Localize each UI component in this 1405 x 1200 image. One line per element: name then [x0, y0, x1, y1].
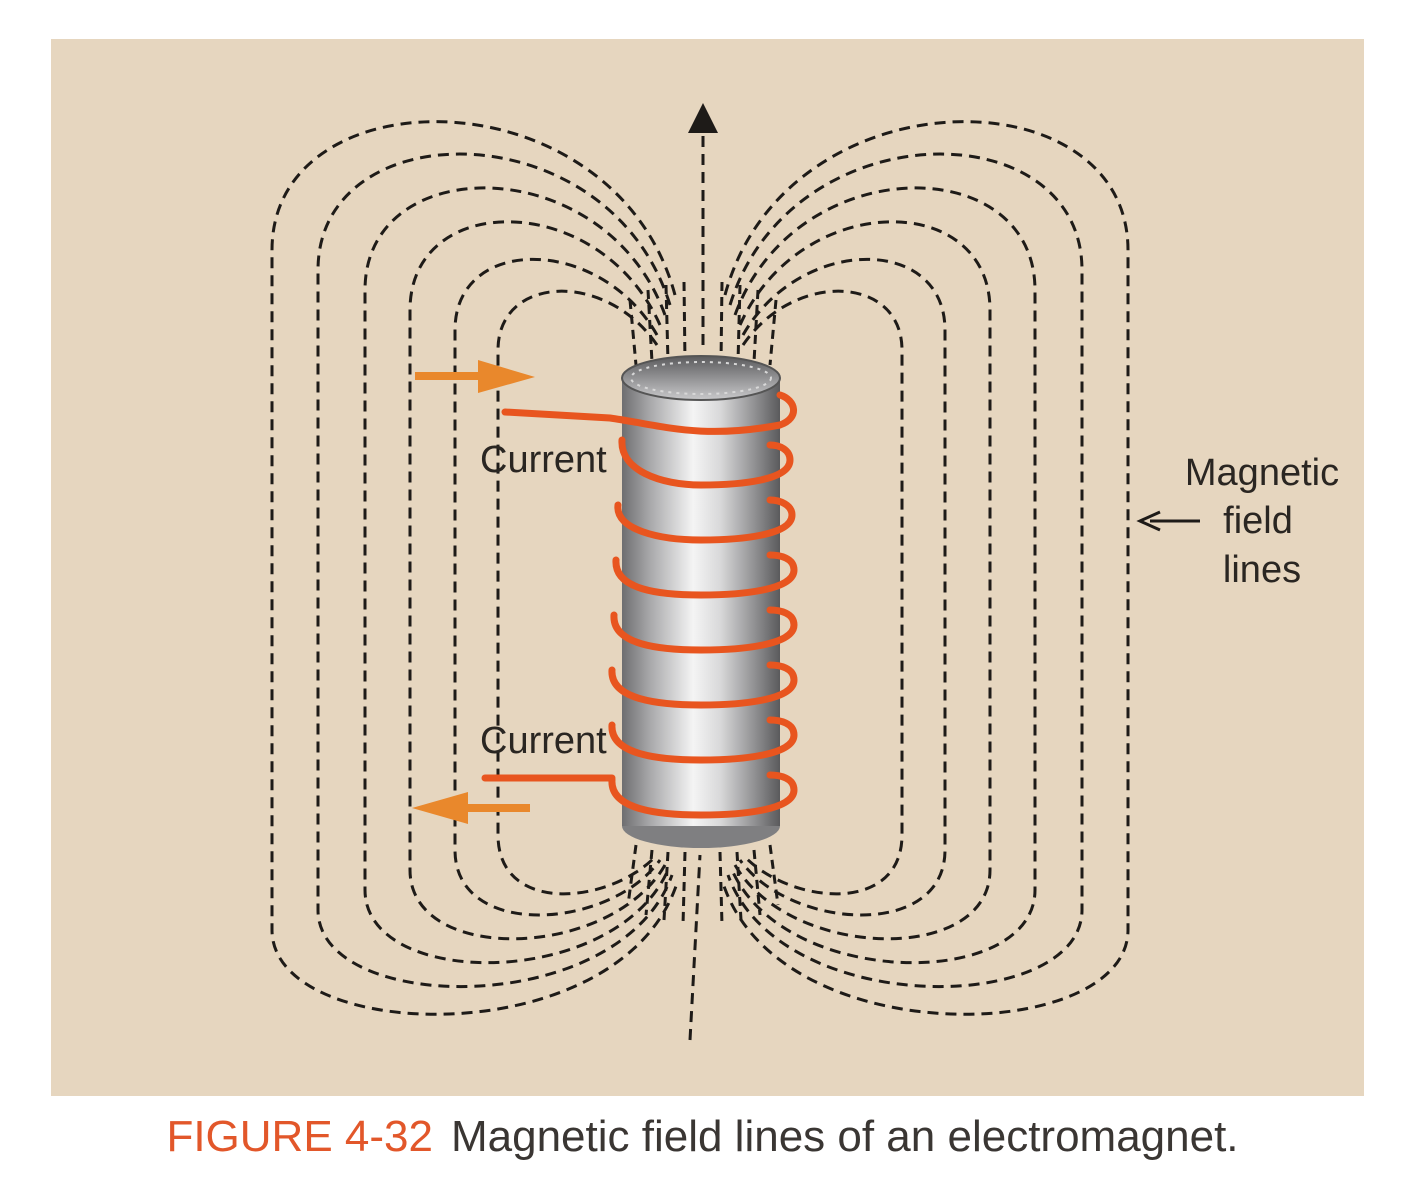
field-line: [733, 220, 992, 941]
svg-text:Magnetic: Magnetic: [1185, 452, 1339, 494]
current-arrow-out: [412, 792, 530, 824]
coil-winding: [481, 391, 798, 819]
field-lines-left: [270, 120, 680, 1016]
field-line: [730, 186, 1037, 965]
svg-text:field: field: [1223, 500, 1293, 542]
field-line: [408, 220, 667, 941]
field-line: [363, 186, 670, 965]
current-arrow-in: [415, 360, 535, 393]
field-lines-label: Magnetic field lines: [1185, 452, 1339, 591]
current-label-bottom: Current: [480, 720, 607, 762]
svg-text:lines: lines: [1223, 549, 1301, 591]
field-lines-right: [720, 120, 1130, 1016]
figure-caption: FIGURE 4-32 Magnetic field lines of an el…: [0, 1112, 1405, 1162]
field-line: [496, 289, 659, 896]
current-label-top: Current: [480, 439, 607, 481]
iron-core: [621, 355, 781, 848]
figure-number: FIGURE 4-32: [166, 1112, 433, 1161]
field-lines-pointer-arrow: [1136, 510, 1200, 532]
central-field-line: [688, 103, 718, 1041]
field-line: [726, 152, 1084, 989]
field-line: [720, 120, 1130, 1016]
field-line: [741, 289, 904, 896]
caption-text: Magnetic field lines of an electromagnet…: [450, 1112, 1239, 1161]
field-line: [270, 120, 680, 1016]
field-line: [738, 257, 947, 917]
field-line: [316, 152, 674, 989]
field-line: [453, 257, 662, 917]
field-line-stubs: [626, 281, 780, 926]
